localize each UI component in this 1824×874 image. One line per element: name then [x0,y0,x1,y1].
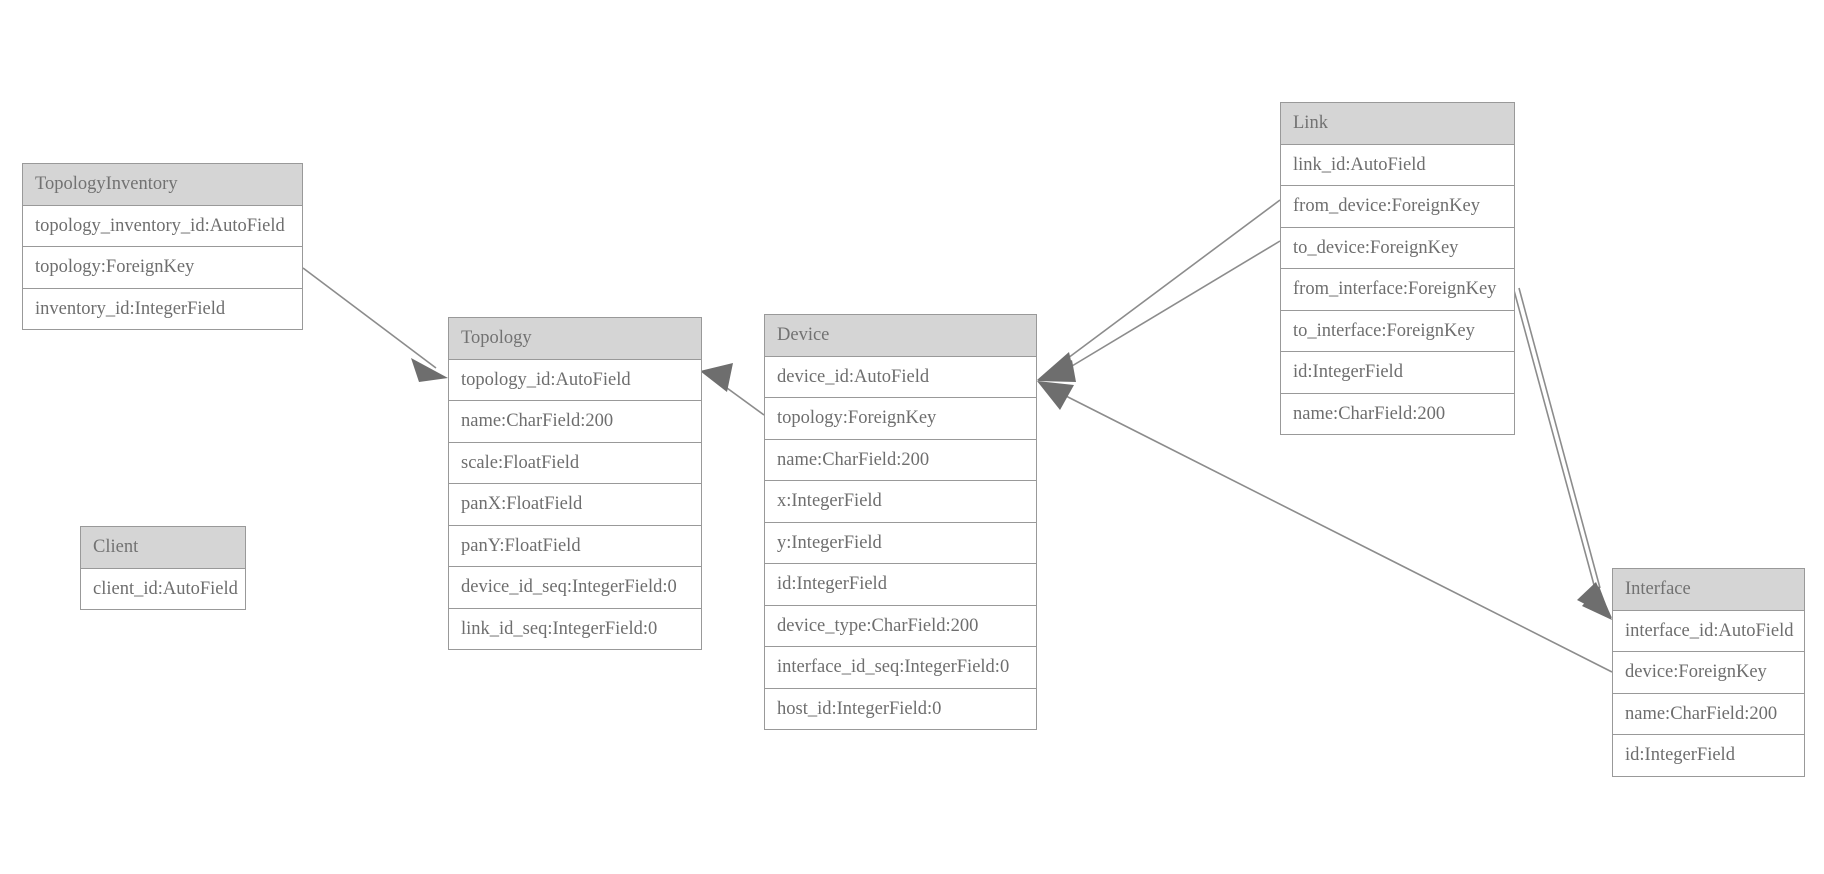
entity-field-row: scale:FloatField [449,442,701,484]
entity-field-row: device_id:AutoField [765,356,1036,398]
relationship-link-to-device [1037,240,1281,382]
relationship-link-from-interface [1511,282,1612,618]
entity-field-row: interface_id:AutoField [1613,610,1804,652]
entity-field-row: panY:FloatField [449,525,701,567]
entity-field-row: from_device:ForeignKey [1281,186,1514,228]
entity-field-row: id:IntegerField [1613,735,1804,776]
entity-field-row: link_id_seq:IntegerField:0 [449,608,701,649]
entity-field-row: link_id:AutoField [1281,144,1514,186]
entity-field-row: name:CharField:200 [765,439,1036,481]
entity-field-row: name:CharField:200 [449,401,701,443]
entity-header-topology: Topology [449,318,701,360]
entity-field-row: y:IntegerField [765,522,1036,564]
relationship-link-to-interface [1518,287,1612,620]
entity-header-client: Client [81,527,245,569]
entity-field-row: device_type:CharField:200 [765,605,1036,647]
relationship-link-from-device [1037,199,1281,380]
entity-field-row: topology:ForeignKey [23,247,302,289]
entity-field-row: panX:FloatField [449,484,701,526]
entity-field-row: id:IntegerField [1281,352,1514,394]
entity-header-link: Link [1281,103,1514,145]
entity-field-row: to_device:ForeignKey [1281,227,1514,269]
entity-field-row: topology:ForeignKey [765,398,1036,440]
entity-field-row: interface_id_seq:IntegerField:0 [765,647,1036,689]
entity-field-row: device:ForeignKey [1613,652,1804,694]
entity-field-row: id:IntegerField [765,564,1036,606]
entity-field-row: from_interface:ForeignKey [1281,269,1514,311]
entity-field-row: name:CharField:200 [1281,393,1514,434]
entity-header-device: Device [765,315,1036,357]
entity-field-row: x:IntegerField [765,481,1036,523]
entity-field-row: to_interface:ForeignKey [1281,310,1514,352]
entity-field-row: topology_inventory_id:AutoField [23,205,302,247]
relationship-device-topology [700,363,765,416]
entity-field-row: client_id:AutoField [81,568,245,609]
entity-field-row: host_id:IntegerField:0 [765,688,1036,729]
entity-header-topology_inventory: TopologyInventory [23,164,302,206]
entity-field-row: device_id_seq:IntegerField:0 [449,567,701,609]
entity-field-row: topology_id:AutoField [449,359,701,401]
entity-field-row: name:CharField:200 [1613,693,1804,735]
relationship-topologyinventory-topology [302,267,448,382]
entity-field-row: inventory_id:IntegerField [23,288,302,329]
entity-header-interface: Interface [1613,569,1804,611]
